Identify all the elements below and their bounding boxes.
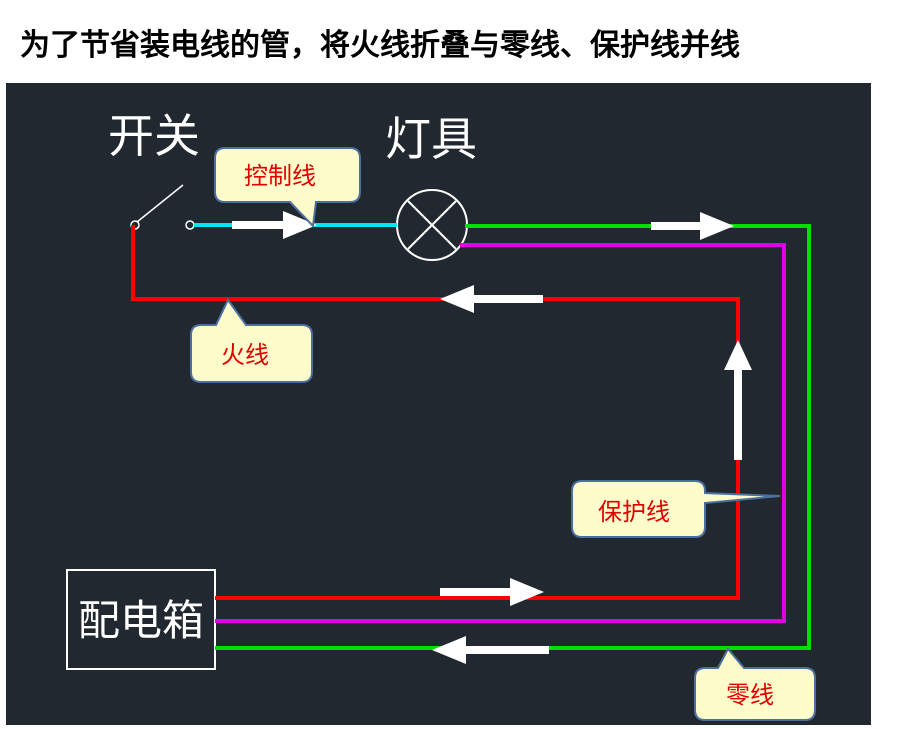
arrow-control-right — [232, 211, 317, 239]
page-title: 为了节省装电线的管，将火线折叠与零线、保护线并线 — [20, 28, 740, 63]
callout-live-wire-text: 火线 — [221, 341, 269, 369]
arrow-live-left — [440, 285, 543, 313]
arrow-live-up — [724, 340, 752, 460]
distribution-box-label: 配电箱 — [78, 596, 204, 645]
callout-live-wire: 火线 — [190, 298, 313, 383]
arrow-live-right — [440, 578, 544, 606]
switch-label: 开关 — [108, 109, 200, 163]
callout-neutral-wire-text: 零线 — [726, 681, 774, 709]
callout-neutral-wire: 零线 — [694, 647, 816, 721]
protective-wire — [215, 243, 786, 623]
arrow-neutral-right — [651, 212, 734, 240]
lamp-label: 灯具 — [385, 112, 477, 166]
callout-control-wire-text: 控制线 — [244, 162, 316, 190]
callout-protective-wire-text: 保护线 — [598, 498, 670, 526]
callout-control-wire: 控制线 — [214, 147, 361, 229]
callout-protective-wire: 保护线 — [571, 480, 781, 538]
live-wire — [131, 225, 740, 600]
arrow-neutral-left — [432, 636, 549, 664]
arrows — [232, 211, 752, 664]
switch-symbol — [130, 184, 195, 230]
lamp-symbol — [396, 189, 468, 261]
